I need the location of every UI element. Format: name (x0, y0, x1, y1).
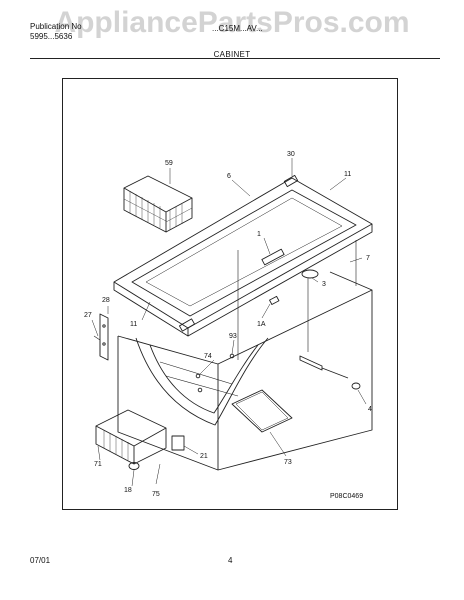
callout-1a: 1A (257, 321, 266, 328)
callout-74: 74 (204, 353, 212, 360)
header-rule (30, 58, 440, 59)
callout-27: 27 (84, 312, 92, 319)
cabinet-body (117, 271, 373, 471)
lid-side-right (187, 224, 373, 337)
publication-number: Publication No 5995...5636 (30, 22, 82, 42)
callout-3: 3 (322, 281, 326, 288)
diagram-frame (62, 78, 398, 510)
callout-4: 4 (368, 406, 372, 413)
lid-outer (113, 177, 373, 329)
callout-21: 21 (200, 453, 208, 460)
publication-label: Publication No (30, 22, 82, 31)
cabinet-left-edge (117, 289, 373, 365)
callout-30: 30 (287, 151, 295, 158)
grille (95, 409, 167, 447)
control-panel (231, 389, 293, 433)
footer-date: 07/01 (30, 556, 51, 565)
callout-71: 71 (94, 461, 102, 468)
section-title: CABINET (213, 50, 251, 59)
callout-6: 6 (227, 173, 231, 180)
publication-value: 5995...5636 (30, 32, 73, 41)
callout-18: 18 (124, 487, 132, 494)
page-number: 4 (228, 556, 233, 565)
callout-7: 7 (366, 255, 370, 262)
callout-75: 75 (152, 491, 160, 498)
callout-73: 73 (284, 459, 292, 466)
callout-28: 28 (102, 297, 110, 304)
diagram-code: P08C0469 (330, 493, 363, 500)
front-recess-inner (149, 344, 259, 414)
front-recess (135, 337, 269, 426)
callout-11-top: 11 (344, 171, 351, 178)
callout-11-left: 11 (130, 321, 137, 328)
callout-59: 59 (165, 160, 173, 167)
callout-1: 1 (257, 231, 261, 238)
lid-side (113, 282, 189, 337)
lid-inner (131, 189, 357, 317)
callout-93: 93 (229, 333, 237, 340)
model-number: ...C15M...AV... (212, 24, 263, 33)
